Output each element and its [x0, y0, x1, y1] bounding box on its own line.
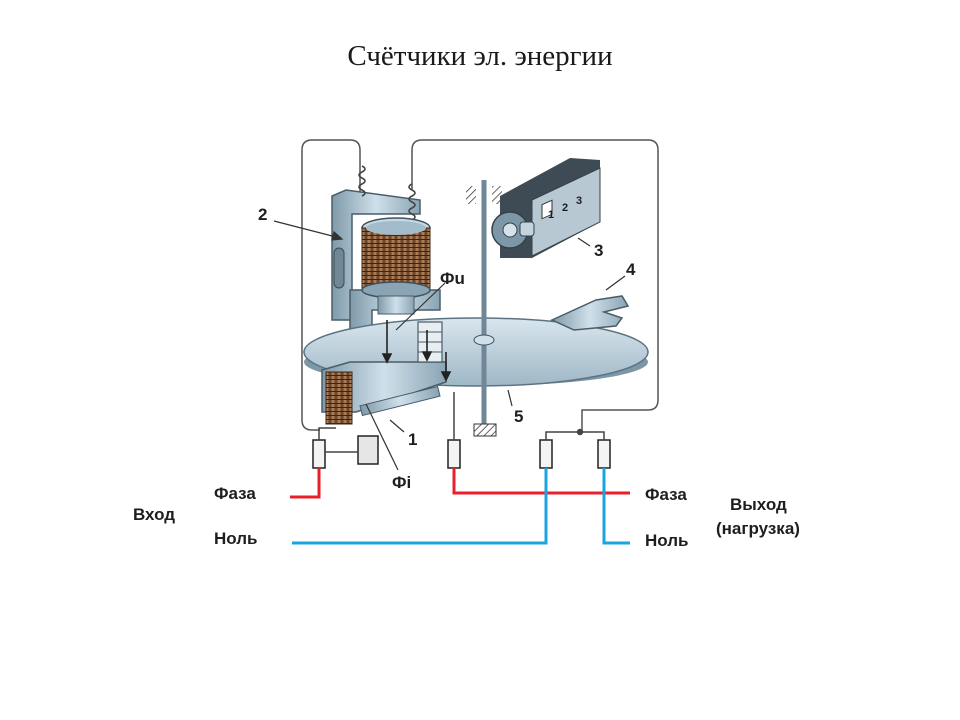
current-magnet-core: [321, 361, 447, 425]
register-digit: 3: [576, 195, 582, 207]
register-digit: 2: [562, 202, 568, 214]
voltage-coil: [361, 217, 431, 315]
output-label-line1: Выход: [730, 495, 787, 514]
output-neutral-label: Ноль: [645, 531, 689, 550]
frame-outline: [301, 139, 659, 431]
callout-4: 4: [626, 260, 636, 279]
output-label-line2: (нагрузка): [716, 519, 800, 538]
spring-right: [408, 183, 416, 221]
input-label: Вход: [133, 505, 175, 524]
neutral-wires: [292, 468, 630, 545]
slide-title: Счётчики эл. энергии: [347, 40, 613, 72]
register-digits: 1 2 3: [548, 195, 582, 221]
terminal-links: [318, 392, 605, 453]
flux-voltage-label: Фu: [440, 269, 465, 288]
terminals: [312, 435, 611, 469]
flux-block: [417, 321, 443, 363]
phase-wires: [290, 468, 630, 499]
spring-left: [358, 165, 366, 197]
callout-leaders: [273, 220, 626, 471]
spindle: [466, 180, 502, 437]
output-phase-label: Фаза: [645, 485, 687, 504]
brake-magnet: [550, 295, 630, 331]
callout-3: 3: [594, 241, 603, 260]
gear-wheel: [491, 211, 535, 249]
callout-1: 1: [408, 430, 417, 449]
input-neutral-label: Ноль: [214, 529, 258, 548]
callout-2: 2: [258, 205, 267, 224]
flux-arrows: [381, 320, 452, 382]
callout-5: 5: [514, 407, 523, 426]
voltage-magnet-core: [331, 189, 441, 341]
input-phase-label: Фаза: [214, 484, 256, 503]
register-digit: 1: [548, 209, 554, 221]
flux-current-label: Фi: [392, 473, 411, 492]
